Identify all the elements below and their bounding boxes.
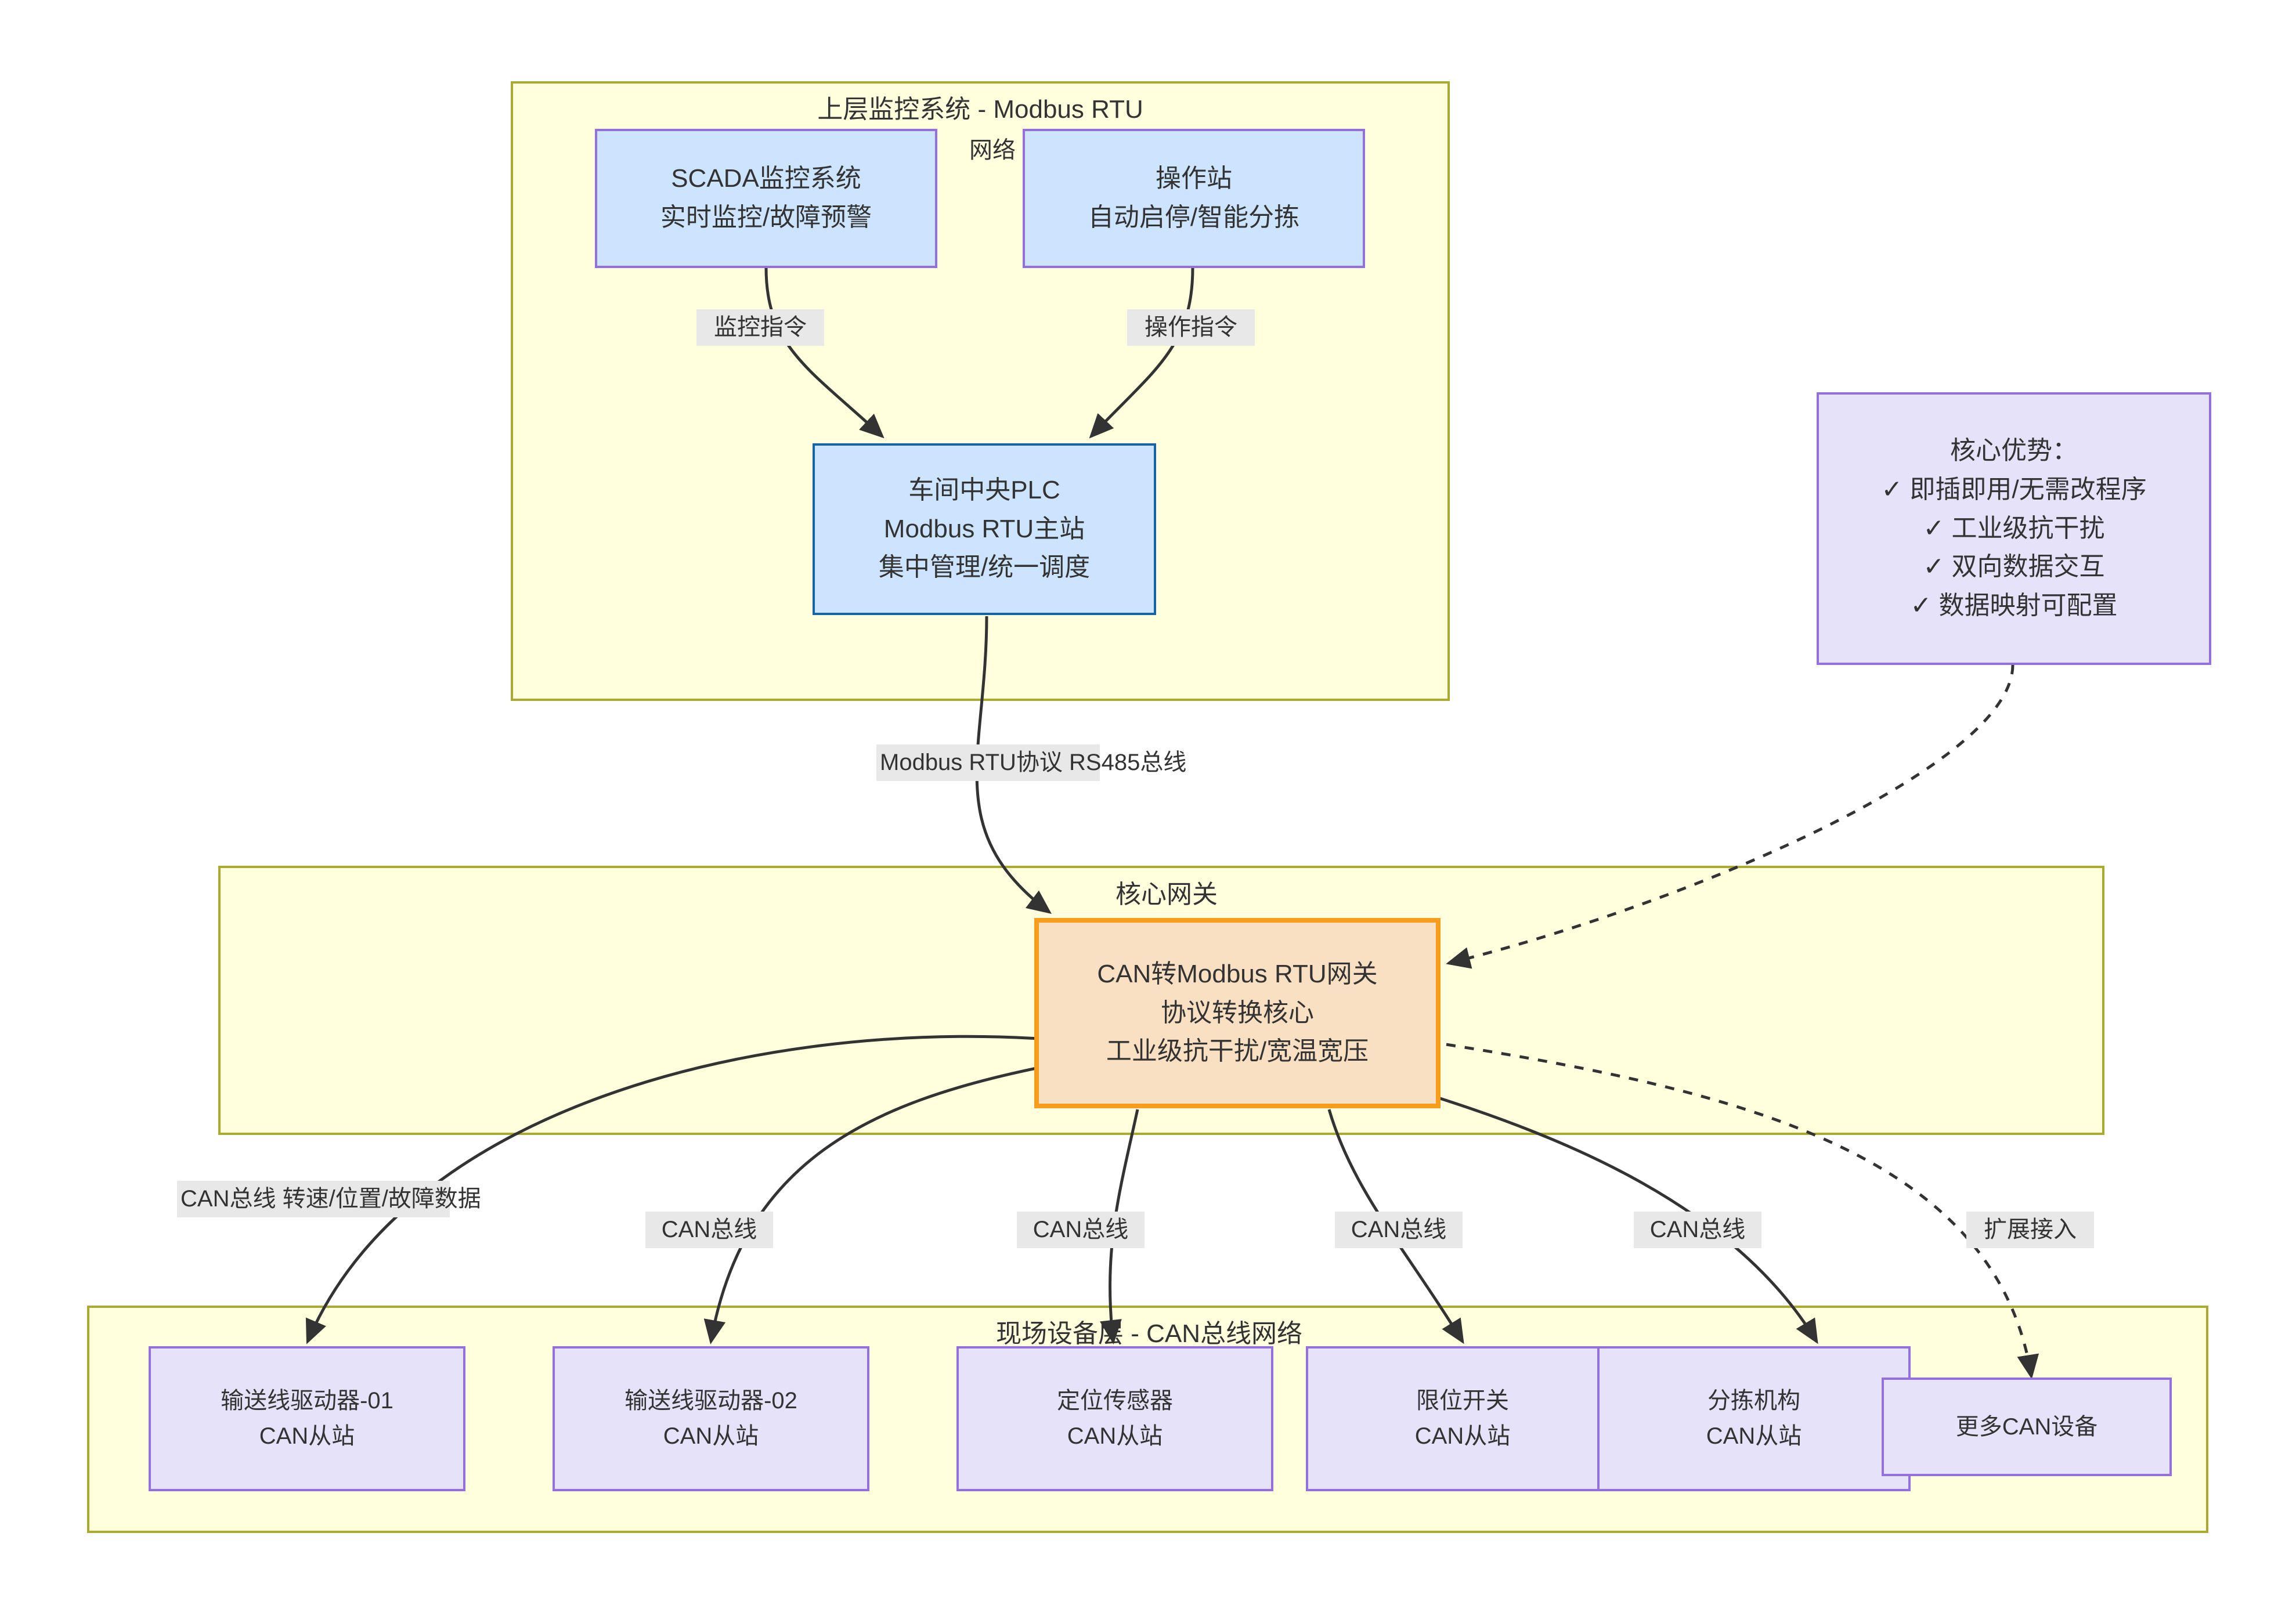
node-sensor-line2: CAN从站 bbox=[1067, 1423, 1163, 1449]
edge-label-monitor-command: 监控指令 bbox=[696, 309, 824, 346]
node-operator-station-line2: 自动启停/智能分拣 bbox=[1088, 203, 1300, 232]
edge-label-can-bus-1-line1: CAN总线 bbox=[180, 1186, 276, 1212]
node-scada-line2: 实时监控/故障预警 bbox=[660, 203, 872, 232]
node-core-advantages: 核心优势： ✓ 即插即用/无需改程序 ✓ 工业级抗干扰 ✓ 双向数据交互 ✓ 数… bbox=[1817, 392, 2211, 665]
node-can-modbus-gateway[interactable]: CAN转Modbus RTU网关 协议转换核心 工业级抗干扰/宽温宽压 bbox=[1034, 918, 1441, 1108]
node-drive01-line2: CAN从站 bbox=[259, 1423, 355, 1449]
edge-label-can-bus-1-line2: 转速/位置/故障数据 bbox=[282, 1186, 481, 1212]
edge-label-can-bus-5: CAN总线 bbox=[1634, 1212, 1761, 1249]
edge-label-modbus-rs485: Modbus RTU协议 RS485总线 bbox=[876, 744, 1186, 782]
node-scada-line1: SCADA监控系统 bbox=[671, 164, 861, 193]
edge-label-expand-access: 扩展接入 bbox=[1966, 1212, 2094, 1249]
edge-label-can-bus-3: CAN总线 bbox=[1017, 1212, 1145, 1249]
edge-label-modbus-line2: RS485总线 bbox=[1069, 750, 1187, 775]
node-central-plc-line1: 车间中央PLC bbox=[908, 475, 1060, 504]
node-sorting-mechanism[interactable]: 分拣机构 CAN从站 bbox=[1597, 1346, 1911, 1491]
cluster-upper-monitoring-title: 上层监控系统 - Modbus RTU bbox=[817, 95, 1143, 124]
edge-label-operate-command: 操作指令 bbox=[1127, 309, 1255, 346]
cluster-field-devices-title: 现场设备层 - CAN总线网络 bbox=[996, 1319, 1302, 1348]
node-sensor-line1: 定位传感器 bbox=[1057, 1388, 1173, 1414]
advantages-item-1: ✓ 即插即用/无需改程序 bbox=[1881, 475, 2147, 504]
advantages-item-3: ✓ 双向数据交互 bbox=[1923, 552, 2105, 581]
node-limit-switch[interactable]: 限位开关 CAN从站 bbox=[1306, 1346, 1619, 1491]
edge-label-can-bus-4: CAN总线 bbox=[1335, 1212, 1463, 1249]
advantages-item-4: ✓ 数据映射可配置 bbox=[1910, 591, 2118, 620]
node-conveyor-drive-02[interactable]: 输送线驱动器-02 CAN从站 bbox=[553, 1346, 869, 1491]
edge-label-can-bus-2: CAN总线 bbox=[645, 1212, 773, 1249]
node-central-plc-line3: 集中管理/统一调度 bbox=[878, 553, 1091, 582]
node-operator-station[interactable]: 操作站 自动启停/智能分拣 bbox=[1023, 129, 1365, 268]
node-drive02-line1: 输送线驱动器-02 bbox=[624, 1388, 797, 1414]
node-limit-line1: 限位开关 bbox=[1416, 1388, 1509, 1414]
node-gateway-line1: CAN转Modbus RTU网关 bbox=[1097, 959, 1378, 988]
node-sorter-line1: 分拣机构 bbox=[1707, 1388, 1800, 1414]
edge-label-can-bus-1: CAN总线 转速/位置/故障数据 bbox=[177, 1181, 481, 1218]
advantages-item-2: ✓ 工业级抗干扰 bbox=[1923, 514, 2105, 543]
node-scada[interactable]: SCADA监控系统 实时监控/故障预警 bbox=[595, 129, 937, 268]
node-drive02-line2: CAN从站 bbox=[663, 1423, 759, 1449]
node-position-sensor[interactable]: 定位传感器 CAN从站 bbox=[956, 1346, 1273, 1491]
node-central-plc[interactable]: 车间中央PLC Modbus RTU主站 集中管理/统一调度 bbox=[813, 443, 1156, 615]
cluster-core-gateway-title: 核心网关 bbox=[1115, 880, 1218, 909]
node-gateway-line2: 协议转换核心 bbox=[1161, 998, 1314, 1027]
node-conveyor-drive-01[interactable]: 输送线驱动器-01 CAN从站 bbox=[149, 1346, 465, 1491]
node-more-line1: 更多CAN设备 bbox=[1955, 1413, 2098, 1440]
node-operator-station-line1: 操作站 bbox=[1156, 164, 1232, 193]
node-central-plc-line2: Modbus RTU主站 bbox=[883, 514, 1085, 543]
node-drive01-line1: 输送线驱动器-01 bbox=[221, 1388, 394, 1414]
edge-label-modbus-line1: Modbus RTU协议 bbox=[880, 750, 1063, 775]
node-gateway-line3: 工业级抗干扰/宽温宽压 bbox=[1106, 1037, 1369, 1066]
node-more-can-devices[interactable]: 更多CAN设备 bbox=[1882, 1378, 2172, 1476]
edge-label-network: 网络 bbox=[969, 138, 1016, 163]
advantages-title: 核心优势： bbox=[1950, 436, 2078, 465]
node-limit-line2: CAN从站 bbox=[1414, 1423, 1511, 1449]
node-sorter-line2: CAN从站 bbox=[1706, 1423, 1802, 1449]
